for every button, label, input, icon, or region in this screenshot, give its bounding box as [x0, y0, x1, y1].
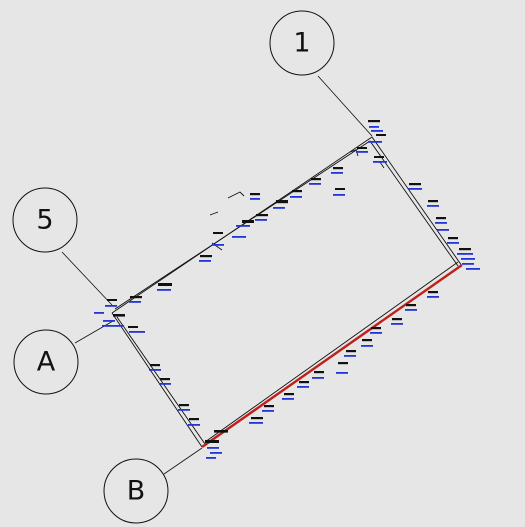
grid-bubble-1[interactable]: 1 [269, 10, 335, 76]
grid-leader-1 [317, 75, 373, 137]
wall-outline [111, 136, 463, 448]
grid-leader-A [74, 320, 114, 344]
grid-bubble-1-label: 1 [293, 28, 310, 59]
grid-leader-B [163, 447, 203, 475]
grid-bubble-5[interactable]: 5 [12, 187, 78, 253]
grid-bubble-A-label: A [37, 347, 56, 378]
highlighted-wall-inner [204, 261, 459, 443]
highlighted-wall[interactable] [201, 264, 463, 448]
grid-bubble-B-label: B [127, 476, 146, 507]
grid-bubble-5-label: 5 [36, 205, 53, 236]
grid-bubble-A[interactable]: A [13, 329, 79, 395]
grid-leader-5 [61, 251, 113, 306]
wall-annotations [94, 120, 480, 459]
grid-bubble-B[interactable]: B [103, 458, 169, 524]
wall-detail-marks [209, 149, 385, 251]
